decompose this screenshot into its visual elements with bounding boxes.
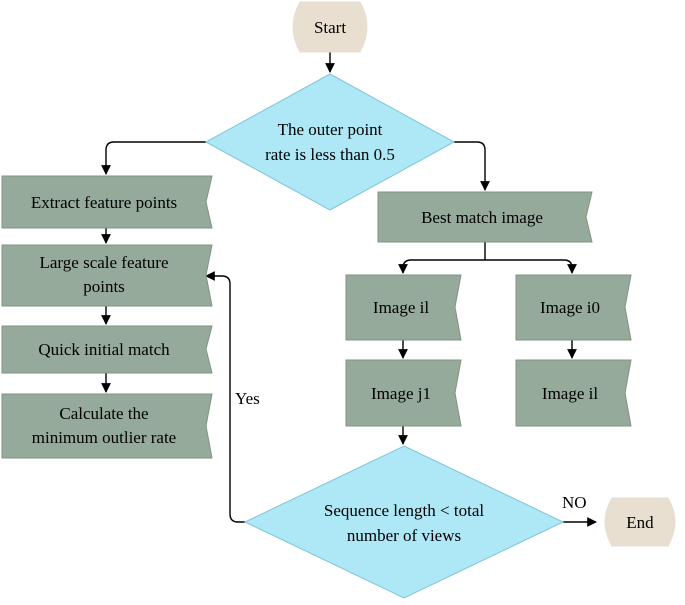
node-end: End	[604, 497, 676, 547]
quick-match-shape	[1, 325, 213, 374]
start-label: Start	[314, 18, 346, 37]
extract-shape	[1, 175, 213, 229]
node-best-match: Best match image	[377, 191, 593, 243]
decision-sequence-shape	[243, 445, 565, 599]
node-image-il-left: Image il	[345, 274, 462, 341]
decision-sequence-line-2: number of views	[347, 526, 461, 545]
image-i0-shape	[515, 274, 632, 341]
quick-match-label: Quick initial match	[38, 340, 170, 359]
edge-best-match-to-image-i0	[485, 259, 577, 274]
node-large-scale: Large scale feature points	[1, 244, 213, 307]
node-image-il-right: Image il	[515, 359, 632, 427]
edges	[101, 52, 597, 527]
end-label: End	[626, 513, 654, 532]
edge-label-no: NO	[562, 493, 587, 512]
image-il-left-label: Image il	[373, 298, 429, 317]
node-extract: Extract feature points	[1, 175, 213, 229]
end-shape	[604, 497, 676, 547]
image-il-right-label: Image il	[542, 384, 598, 403]
calc-min-line-2: minimum outlier rate	[32, 428, 176, 447]
node-calc-min: Calculate the minimum outlier rate	[1, 393, 213, 459]
edge-sequence-yes-loop	[205, 271, 245, 523]
edge-label-yes: Yes	[235, 389, 260, 408]
decision-sequence-line-1: Sequence length < total	[324, 501, 484, 520]
edge-decision-to-extract	[101, 141, 206, 175]
node-quick-match: Quick initial match	[1, 325, 213, 374]
node-decision-sequence: Sequence length < total number of views	[243, 445, 565, 599]
best-match-label: Best match image	[421, 208, 543, 227]
decision-outer-shape	[204, 73, 456, 211]
image-il-left-shape	[345, 274, 462, 341]
image-il-right-shape	[515, 359, 632, 427]
decision-outer-line-2: rate is less than 0.5	[265, 145, 395, 164]
extract-label: Extract feature points	[31, 193, 177, 212]
start-shape	[292, 1, 368, 53]
best-match-shape	[377, 191, 593, 243]
edge-decision-to-best-match	[454, 141, 490, 191]
node-image-i0: Image i0	[515, 274, 632, 341]
node-decision-outer: The outer point rate is less than 0.5	[204, 73, 456, 211]
image-j1-label: Image j1	[371, 384, 431, 403]
large-scale-line-2: points	[83, 277, 125, 296]
calc-min-shape	[1, 393, 213, 459]
large-scale-line-1: Large scale feature	[40, 253, 169, 272]
edge-best-match-to-image-il-left	[398, 259, 485, 274]
node-image-j1: Image j1	[345, 359, 462, 427]
image-i0-label: Image i0	[540, 298, 600, 317]
image-j1-shape	[345, 359, 462, 427]
decision-outer-line-1: The outer point	[278, 120, 383, 139]
node-start: Start	[292, 1, 368, 53]
large-scale-shape	[1, 244, 213, 307]
calc-min-line-1: Calculate the	[59, 404, 148, 423]
